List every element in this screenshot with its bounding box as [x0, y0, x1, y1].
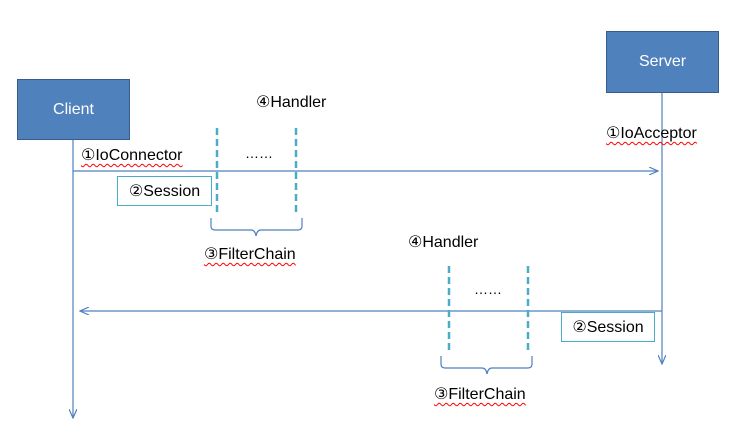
- ellipsis-top: ……: [245, 145, 273, 161]
- io-connector-label: ①IoConnector: [81, 147, 183, 164]
- handler-label-bottom: ④Handler: [408, 234, 479, 251]
- session-label-top: ②Session: [128, 183, 201, 200]
- filterchain-label-bottom: ③FilterChain: [434, 386, 526, 403]
- ellipsis-bottom: ……: [474, 281, 502, 297]
- session-box-bottom: ②Session: [561, 312, 655, 342]
- client-label: Client: [53, 100, 94, 118]
- io-acceptor-label: ①IoAcceptor: [606, 125, 697, 142]
- client-box: Client: [17, 79, 130, 140]
- server-box: Server: [606, 31, 719, 93]
- filterchain-brace-bottom: [440, 356, 533, 375]
- session-box-top: ②Session: [117, 176, 212, 206]
- server-label: Server: [638, 53, 687, 70]
- filterchain-label-top: ③FilterChain: [204, 246, 296, 263]
- filterchain-brace-top: [210, 218, 303, 237]
- session-label-bottom: ②Session: [572, 319, 644, 336]
- handler-label-top: ④Handler: [256, 94, 327, 111]
